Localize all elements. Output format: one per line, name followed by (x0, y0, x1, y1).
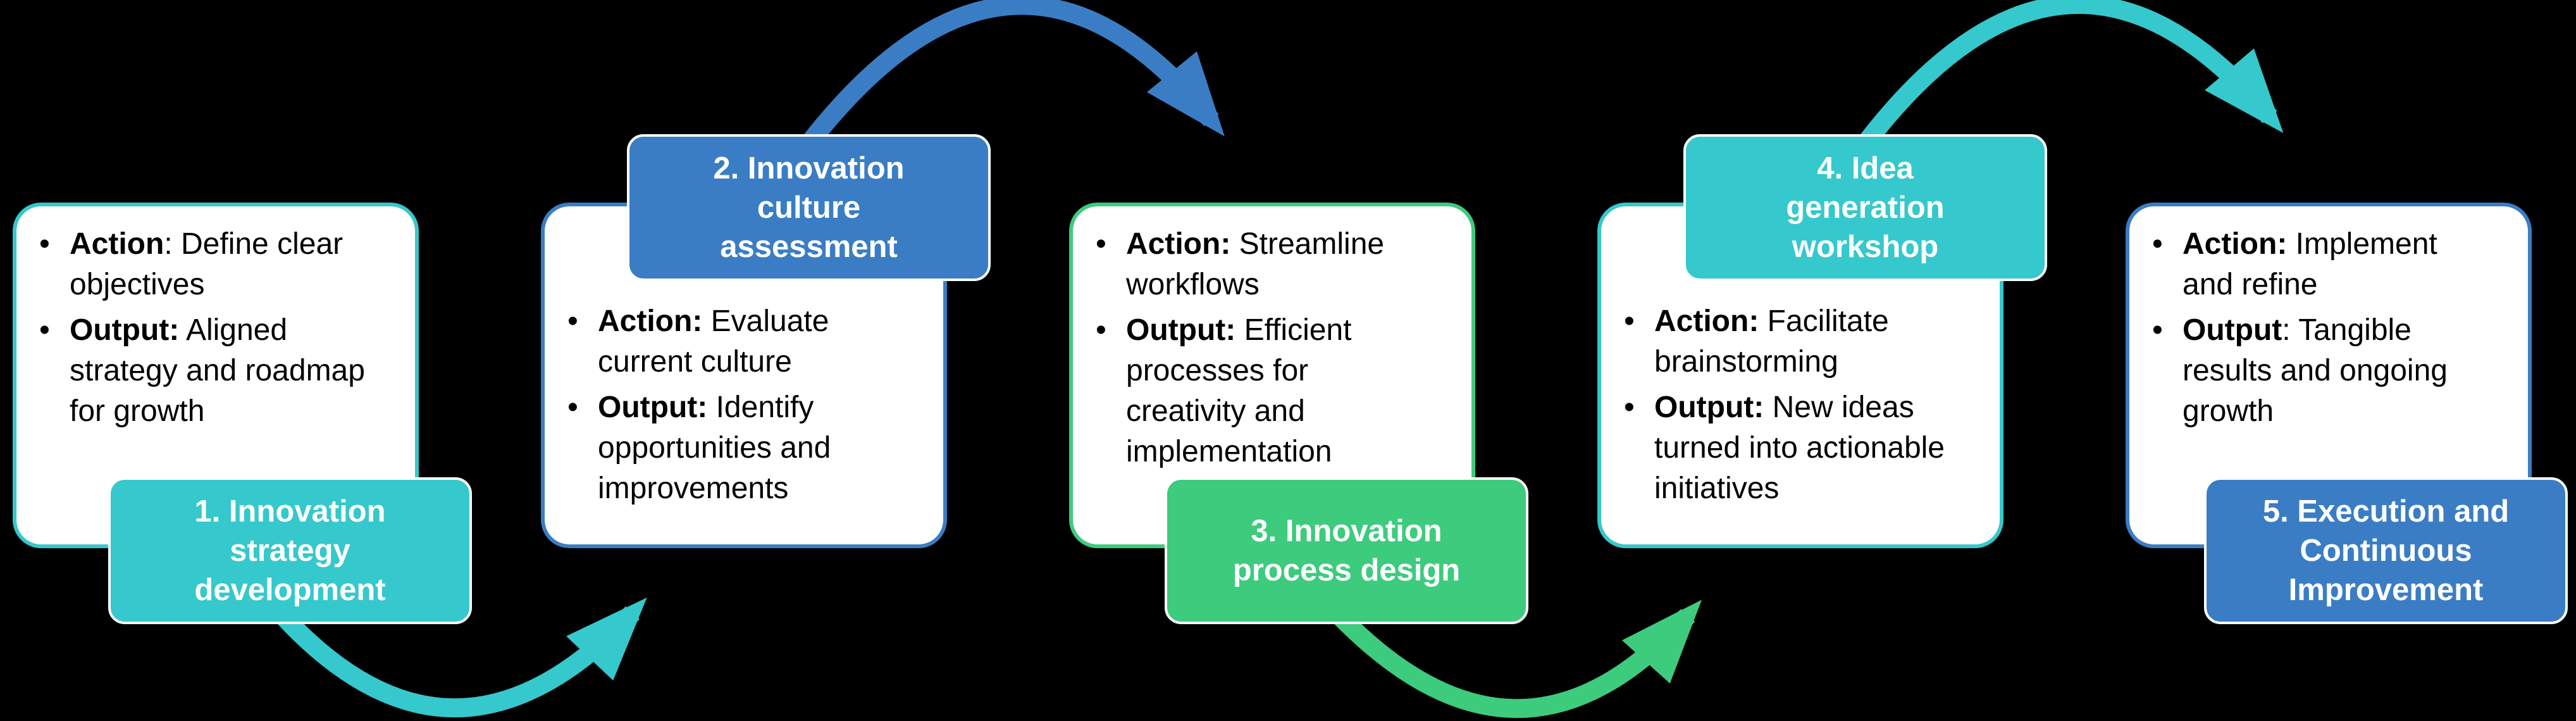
step-label-5: 5. Execution and Continuous Improvement (2204, 477, 2568, 624)
bullet-dot-icon: • (39, 227, 50, 261)
step-label-3: 3. Innovation process design (1165, 477, 1528, 624)
bullet-text: Output: Aligned strategy and roadmap for… (70, 313, 365, 428)
bullet-dot-icon: • (1624, 391, 1635, 424)
step-card-2: • Action: Evaluate current culture • Out… (541, 134, 991, 548)
bullet-text: Action: Facilitate brainstorming (1654, 304, 1889, 379)
step-card-3-body: • Action: Streamline workflows • Output:… (1073, 206, 1471, 472)
bullet-item: • Output: Tangible results and ongoing g… (2143, 310, 2514, 432)
bullet-dot-icon: • (567, 391, 578, 424)
bullet-item: • Action: Facilitate brainstorming (1615, 301, 1986, 382)
step-card-3: • Action: Streamline workflows • Output:… (1069, 203, 1528, 624)
bullet-dot-icon: • (1624, 304, 1635, 338)
bullet-dot-icon: • (39, 313, 50, 347)
connector-arrow-1-2 (271, 598, 647, 718)
bullet-text: Output: Identify opportunities and impro… (598, 391, 831, 505)
step-label-4: 4. Idea generation workshop (1683, 134, 2047, 281)
step-card-2-body: • Action: Evaluate current culture • Out… (545, 206, 943, 509)
bullet-text: Output: Efficient processes for creativi… (1126, 313, 1352, 468)
connector-arrow-3-4 (1328, 599, 1702, 718)
step-label-1: 1. Innovation strategy development (108, 477, 472, 624)
connector-arrow-4-5 (1859, 0, 2284, 149)
bullet-text: Output: Tangible results and ongoing gro… (2183, 313, 2448, 428)
step-card-1: • Action: Define clear objectives • Outp… (13, 203, 472, 624)
step-card-5-body: • Action: Implement and refine • Output:… (2129, 206, 2528, 432)
bullet-dot-icon: • (2152, 227, 2163, 261)
bullet-item: • Action: Implement and refine (2143, 224, 2514, 305)
bullet-item: • Action: Define clear objectives (30, 224, 401, 305)
bullet-text: Action: Define clear objectives (70, 227, 344, 301)
bullet-item: • Output: Efficient processes for creati… (1087, 310, 1458, 472)
step-label-2: 2. Innovation culture assessment (627, 134, 991, 281)
bullet-text: Action: Implement and refine (2183, 227, 2437, 301)
connector-arrow-2-3 (802, 0, 1225, 149)
step-card-5: • Action: Implement and refine • Output:… (2126, 203, 2568, 624)
bullet-item: • Action: Evaluate current culture (559, 301, 929, 382)
bullet-text: Action: Streamline workflows (1126, 227, 1385, 301)
step-card-1-body: • Action: Define clear objectives • Outp… (16, 206, 415, 432)
step-card-4-body: • Action: Facilitate brainstorming • Out… (1601, 206, 2000, 509)
bullet-item: • Output: New ideas turned into actionab… (1615, 387, 1986, 509)
bullet-item: • Output: Identify opportunities and imp… (559, 387, 929, 509)
bullet-dot-icon: • (1096, 227, 1106, 261)
bullet-text: Output: New ideas turned into actionable… (1654, 391, 1945, 505)
step-card-4: • Action: Facilitate brainstorming • Out… (1597, 134, 2047, 548)
bullet-dot-icon: • (2152, 313, 2163, 347)
bullet-item: • Action: Streamline workflows (1087, 224, 1458, 305)
bullet-dot-icon: • (567, 304, 578, 338)
bullet-item: • Output: Aligned strategy and roadmap f… (30, 310, 401, 432)
bullet-text: Action: Evaluate current culture (598, 304, 829, 379)
bullet-dot-icon: • (1096, 313, 1106, 347)
